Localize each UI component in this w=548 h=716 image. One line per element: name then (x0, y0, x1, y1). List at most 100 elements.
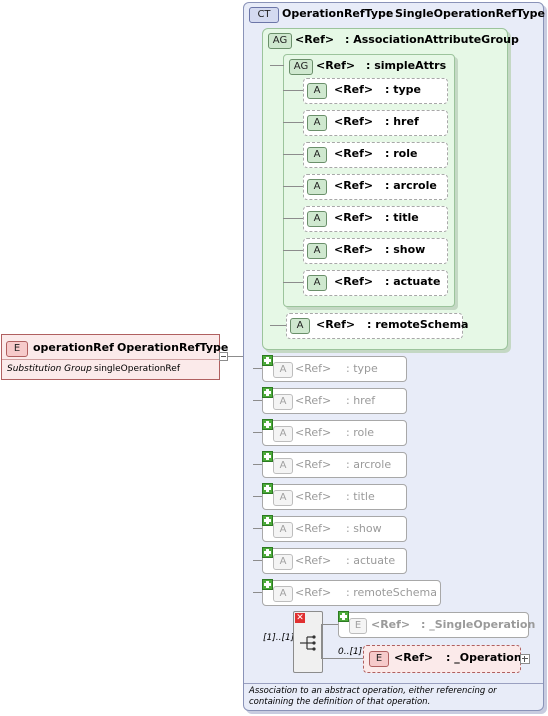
attribute-group-badge: AG (268, 33, 292, 49)
inherited-attr-type[interactable]: A <Ref> : type (262, 355, 407, 382)
connector-inh-3 (253, 464, 262, 465)
plus-icon-v (524, 656, 525, 662)
attr-name: : actuate (385, 275, 441, 288)
attr-href[interactable]: A <Ref> : href (303, 110, 448, 136)
connector-simple-group (270, 65, 284, 66)
expand-plus-icon[interactable] (262, 451, 273, 462)
attr-ref: <Ref> (334, 211, 374, 224)
attr-badge: A (307, 211, 327, 227)
attr-ref: <Ref> (334, 275, 374, 288)
choice-option-single-operation[interactable]: E <Ref> : _SingleOperation (338, 611, 535, 638)
expand-plus-icon[interactable] (262, 483, 273, 494)
expand-plus-icon[interactable] (262, 419, 273, 430)
inherited-attr-title[interactable]: A <Ref> : title (262, 483, 407, 510)
attr-ref: <Ref> (334, 147, 374, 160)
attr-ref: <Ref> (295, 394, 332, 407)
attr-name: : arcrole (346, 458, 392, 471)
connector-choice-opt-0 (321, 624, 338, 625)
attr-ref: <Ref> (295, 426, 332, 439)
attr-name: : href (385, 115, 419, 128)
attr-badge: A (273, 458, 293, 474)
attr-type[interactable]: A <Ref> : type (303, 78, 448, 104)
attr-badge: A (273, 554, 293, 570)
attr-badge: A (307, 115, 327, 131)
attr-ref: <Ref> (295, 554, 332, 567)
element-name: : _SingleOperation (421, 618, 536, 631)
connector-attr-4 (283, 218, 303, 219)
expand-plus-icon[interactable] (262, 515, 273, 526)
attr-actuate[interactable]: A <Ref> : actuate (303, 270, 448, 296)
attr-badge: A (307, 83, 327, 99)
attr-ref: <Ref> (295, 490, 332, 503)
simple-attrs-ref: <Ref> (316, 59, 356, 72)
inherited-attr-role[interactable]: A <Ref> : role (262, 419, 407, 446)
element-badge: E (6, 341, 28, 357)
attr-name: : type (346, 362, 378, 375)
element-badge: E (349, 618, 367, 634)
simple-attrs-name: : simpleAttrs (366, 59, 447, 72)
expand-plus-icon[interactable] (338, 611, 349, 622)
attr-badge: A (273, 586, 293, 602)
attr-badge: A (273, 362, 293, 378)
root-element-sep: : (109, 341, 114, 354)
inherited-attr-remote-schema[interactable]: A <Ref> : remoteSchema (262, 579, 441, 606)
subst-group-label: Substitution Group (7, 364, 92, 374)
complex-type-base: SingleOperationRefType (395, 7, 545, 20)
choice-option-operation[interactable]: E <Ref> : _Operation (363, 645, 522, 673)
inherited-attr-href[interactable]: A <Ref> : href (262, 387, 407, 414)
expand-plus-icon[interactable] (262, 355, 273, 366)
subst-group-value: singleOperationRef (94, 364, 180, 374)
plus-icon (522, 658, 528, 659)
element-ref: <Ref> (394, 651, 434, 664)
close-icon[interactable]: ✕ (295, 613, 305, 623)
root-element-type: OperationRefType (117, 341, 229, 354)
expand-plus-icon[interactable] (262, 579, 273, 590)
attr-badge: A (273, 426, 293, 442)
attr-name: : title (346, 490, 375, 503)
attr-ref: <Ref> (334, 243, 374, 256)
choice-compositor[interactable]: ✕ (293, 611, 323, 673)
connector-inh-4 (253, 496, 262, 497)
complex-type-name: OperationRefType (282, 7, 394, 20)
attr-badge: A (290, 318, 310, 334)
attr-name: : arcrole (385, 179, 437, 192)
connector-inh-5 (253, 528, 262, 529)
attr-name: : show (385, 243, 426, 256)
connector-choice-opt-1 (321, 658, 363, 659)
connector-attr-5 (283, 250, 303, 251)
expand-plus-icon[interactable] (262, 387, 273, 398)
attribute-group-name: : AssociationAttributeGroup (345, 33, 519, 46)
expand-toggle[interactable] (520, 654, 530, 664)
attr-ref: <Ref> (295, 362, 332, 375)
inherited-attr-arcrole[interactable]: A <Ref> : arcrole (262, 451, 407, 478)
connector-attr-1 (283, 122, 303, 123)
attr-ref: <Ref> (295, 586, 332, 599)
attr-badge: A (307, 179, 327, 195)
root-element-box[interactable]: E operationRef : OperationRefType Substi… (1, 334, 228, 380)
attr-title[interactable]: A <Ref> : title (303, 206, 448, 232)
choice-option-cardinality: 0..[1] (338, 647, 363, 657)
collapse-toggle[interactable] (219, 352, 228, 361)
attr-ref: <Ref> (295, 522, 332, 535)
connector-remote (270, 325, 286, 326)
simple-attrs-badge: AG (289, 59, 313, 75)
complex-type-badge: CT (249, 7, 279, 23)
choice-icon (300, 635, 316, 651)
connector-inh-2 (253, 432, 262, 433)
connector-root (218, 356, 253, 357)
inherited-attr-actuate[interactable]: A <Ref> : actuate (262, 547, 407, 574)
attr-badge: A (273, 394, 293, 410)
expand-plus-icon[interactable] (262, 547, 273, 558)
connector-inh-1 (253, 400, 262, 401)
choice-cardinality: [1]..[1] (263, 633, 295, 643)
complex-type-sep: : (386, 7, 391, 20)
inherited-attr-show[interactable]: A <Ref> : show (262, 515, 407, 542)
attr-arcrole[interactable]: A <Ref> : arcrole (303, 174, 448, 200)
attr-role[interactable]: A <Ref> : role (303, 142, 448, 168)
connector-inh-0 (253, 368, 262, 369)
attr-show[interactable]: A <Ref> : show (303, 238, 448, 264)
attr-name: : remoteSchema (346, 586, 438, 599)
element-badge: E (369, 651, 389, 667)
attr-remote-schema[interactable]: A <Ref> : remoteSchema (286, 313, 468, 339)
attr-name: : show (346, 522, 382, 535)
